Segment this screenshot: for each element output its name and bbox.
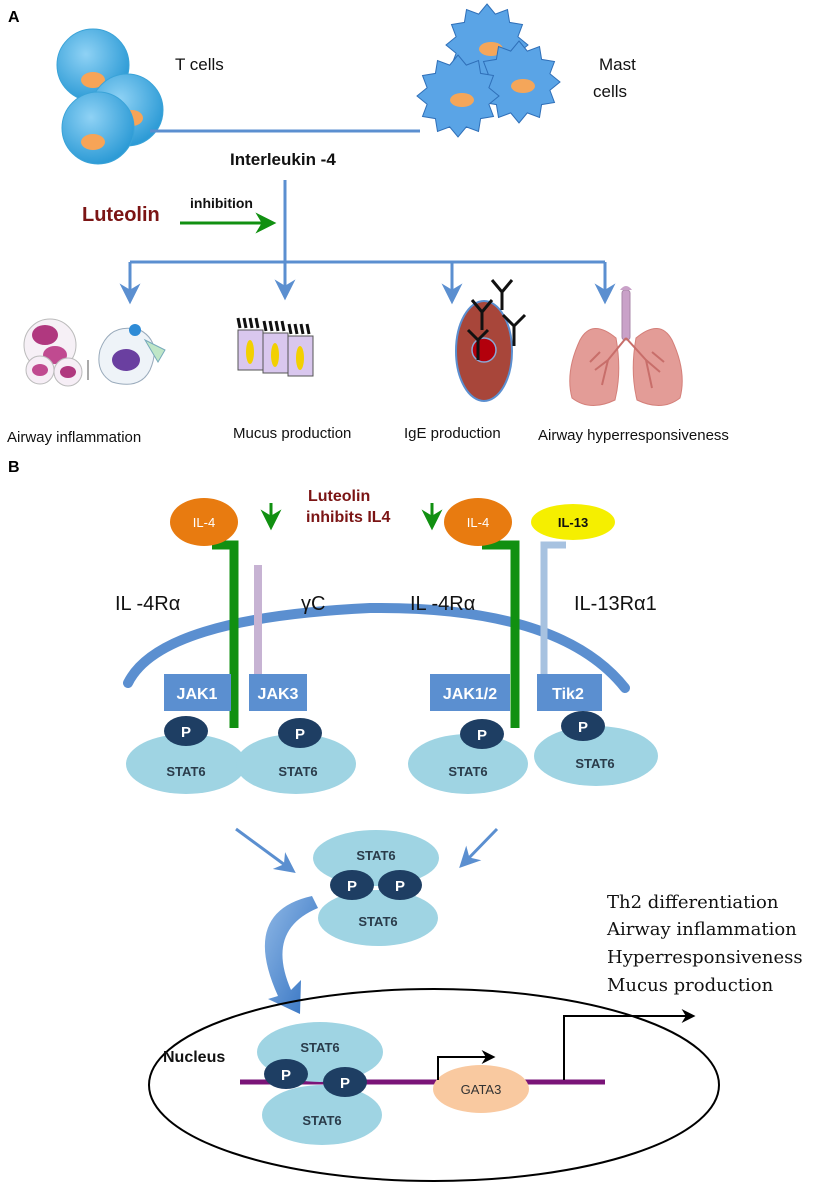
epithelial-cells-icon (236, 317, 314, 377)
svg-text:P: P (347, 878, 357, 895)
stat6-oval-1 (126, 734, 246, 794)
il13-ligand (531, 504, 615, 540)
stat6-dimer-arrow-left (235, 827, 296, 873)
stat6-oval-2 (236, 734, 356, 794)
immune-cells-icon (23, 318, 166, 387)
t-cell-icon (56, 28, 164, 165)
outcome-label-mucus-production: Mucus production (233, 425, 351, 442)
gamma-c-receptor (254, 565, 262, 680)
il4ra-receptor-right (482, 540, 520, 728)
jak3-label: JAK3 (258, 686, 299, 703)
gamma-c-label: γC (301, 593, 325, 615)
effect-mucus-production: Mucus production (607, 975, 774, 996)
effect-airway-inflammation: Airway inflammation (606, 919, 797, 940)
luteolin-label-b: Luteolin (308, 488, 370, 505)
interleukin-4-label: Interleukin -4 (230, 150, 336, 169)
svg-text:P: P (295, 726, 305, 743)
il13-ligand-label: IL-13 (558, 515, 588, 530)
phospho-group-4: P (561, 711, 605, 741)
nuclear-phospho-left: P (264, 1059, 308, 1089)
gata3-transcription-arrow (437, 1050, 496, 1080)
effect-hyperresponsiveness: Hyperresponsiveness (607, 947, 803, 968)
svg-text:P: P (281, 1067, 291, 1084)
mast-cell-nucleus-2 (511, 79, 535, 93)
stat6-dimer-arrow-right (459, 827, 499, 869)
stat6-oval-3 (408, 734, 528, 794)
mast-cells-label-line2: cells (593, 82, 627, 101)
inhibition-label: inhibition (190, 195, 253, 211)
svg-text:P: P (477, 727, 487, 744)
stat6-dimer-bottom-label: STAT6 (358, 914, 397, 929)
inhibits-il4-label: inhibits IL4 (306, 509, 391, 526)
dimer-phospho-left: P (330, 870, 374, 900)
nuclear-phospho-right: P (323, 1067, 367, 1097)
gata3-gene (433, 1065, 529, 1113)
nuclear-stat6-top-label: STAT6 (300, 1040, 339, 1055)
stat6-label-4: STAT6 (575, 756, 614, 771)
stat6-label-3: STAT6 (448, 764, 487, 779)
nuclear-translocation-arrow (264, 896, 318, 1014)
jak1-label: JAK1 (177, 686, 218, 703)
panel-b-label: B (8, 459, 20, 476)
svg-text:P: P (181, 724, 191, 741)
il4-ligand-right (444, 498, 512, 546)
svg-text:P: P (395, 878, 405, 895)
phospho-group-2: P (278, 718, 322, 748)
stat6-label-1: STAT6 (166, 764, 205, 779)
dimer-phospho-right: P (378, 870, 422, 900)
mast-cell-nucleus-3 (450, 93, 474, 107)
stat6-oval-4 (534, 726, 658, 786)
stat6-dimer-bottom (318, 890, 438, 946)
phospho-group-3: P (460, 719, 504, 749)
jak1-box (164, 674, 231, 711)
luteolin-label-a: Luteolin (82, 204, 160, 226)
gata3-label: GATA3 (461, 1082, 502, 1097)
nuclear-stat6-bottom-label: STAT6 (302, 1113, 341, 1128)
panel-a-label: A (8, 9, 20, 26)
il4ra-label-left: IL -4Rα (115, 593, 180, 615)
tik2-label: Tik2 (552, 686, 584, 703)
il13ra1-label: IL-13Rα1 (574, 593, 657, 615)
il13ra1-receptor (540, 541, 566, 690)
outcome-label-airway-hyperresponsiveness: Airway hyperresponsiveness (538, 427, 729, 444)
outcome-label-ige-production: IgE production (404, 425, 501, 442)
jak12-box (430, 674, 510, 711)
il4-ligand-left-label: IL-4 (193, 515, 215, 530)
jak12-label: JAK1/2 (443, 686, 497, 703)
nucleus-label: Nucleus (163, 1049, 225, 1066)
lung-icon (569, 286, 683, 406)
nuclear-stat6-bottom (262, 1085, 382, 1145)
svg-text:P: P (340, 1075, 350, 1092)
mast-cell-nucleus-1 (479, 42, 503, 56)
phospho-group-1: P (164, 716, 208, 746)
mast-cell-icon (416, 3, 561, 138)
stat6-dimer-top-label: STAT6 (356, 848, 395, 863)
stat6-label-2: STAT6 (278, 764, 317, 779)
mast-cells-label-line1: Mast (599, 55, 636, 74)
effect-th2-differentiation: Th2 differentiation (607, 892, 779, 913)
il4-ligand-left (170, 498, 238, 546)
outcome-label-airway-inflammation: Airway inflammation (7, 429, 141, 446)
svg-text:P: P (578, 719, 588, 736)
downstream-effects-arrow (563, 1009, 696, 1080)
antibody-icon (466, 279, 527, 360)
cell-membrane (123, 602, 630, 693)
il4-ligand-right-label: IL-4 (467, 515, 489, 530)
il4ra-label-right: IL -4Rα (410, 593, 475, 615)
nucleus-boundary (148, 988, 720, 1182)
il4ra-receptor-left (212, 540, 239, 728)
tik2-box (537, 674, 602, 711)
jak3-box (249, 674, 307, 711)
t-cells-label: T cells (175, 55, 224, 74)
